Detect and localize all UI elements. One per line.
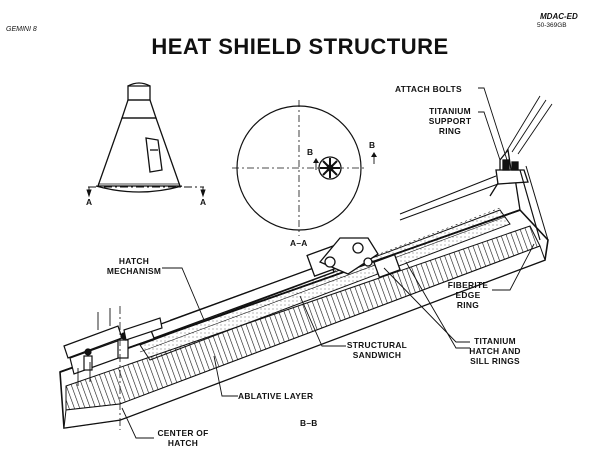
view-aa-label: A–A	[290, 238, 308, 248]
support-ring-structure	[399, 95, 553, 241]
callout-fiberite-edge-ring: FIBERITE EDGE RING	[442, 280, 494, 310]
callout-titanium-hatch-sill: TITANIUM HATCH AND SILL RINGS	[464, 336, 526, 366]
section-a-right: A	[200, 197, 207, 207]
callout-line: HATCH	[167, 438, 199, 448]
circle-view-aa	[232, 100, 377, 236]
callout-structural-sandwich: STRUCTURAL SANDWICH	[344, 340, 410, 360]
callout-line: HATCH	[118, 256, 150, 266]
section-line-a	[86, 186, 206, 198]
hatch-mechanism-drawing	[149, 237, 401, 339]
heat-shield-section	[59, 207, 549, 429]
callout-hatch-mechanism: HATCH MECHANISM	[104, 256, 164, 276]
callout-line: TITANIUM	[429, 106, 471, 116]
page-title: HEAT SHIELD STRUCTURE	[151, 34, 449, 59]
callout-line: SANDWICH	[352, 350, 402, 360]
callout-line: FIBERITE	[447, 280, 489, 290]
callout-line: EDGE	[455, 290, 481, 300]
callout-titanium-support-ring: TITANIUM SUPPORT RING	[420, 106, 480, 136]
hatch-latch-assembly	[63, 308, 163, 386]
view-bb-label: B–B	[300, 418, 318, 428]
capsule-silhouette	[95, 82, 183, 193]
arrow-b-right: B	[369, 140, 376, 150]
callout-ablative-layer: ABLATIVE LAYER	[238, 391, 314, 401]
callout-line: RING	[438, 126, 462, 136]
arrow-b-left: B	[307, 147, 314, 157]
program-label: GEMINI 8	[6, 26, 37, 33]
callout-line: HATCH AND	[469, 346, 521, 356]
section-a-left: A	[86, 197, 93, 207]
callout-line: MECHANISM	[106, 266, 162, 276]
callout-line: SUPPORT	[428, 116, 472, 126]
leader-lines	[121, 87, 535, 439]
callout-line: STRUCTURAL	[346, 340, 408, 350]
callout-line: CENTER OF	[157, 428, 209, 438]
callout-line: TITANIUM	[474, 336, 516, 346]
callout-line: RING	[456, 300, 480, 310]
callout-center-of-hatch: CENTER OF HATCH	[154, 428, 212, 448]
callout-line: SILL RINGS	[470, 356, 520, 366]
doc-number: 50-369GB	[537, 22, 567, 29]
callout-attach-bolts: ATTACH BOLTS	[395, 84, 462, 94]
org-label: MDAC-ED	[540, 12, 578, 21]
